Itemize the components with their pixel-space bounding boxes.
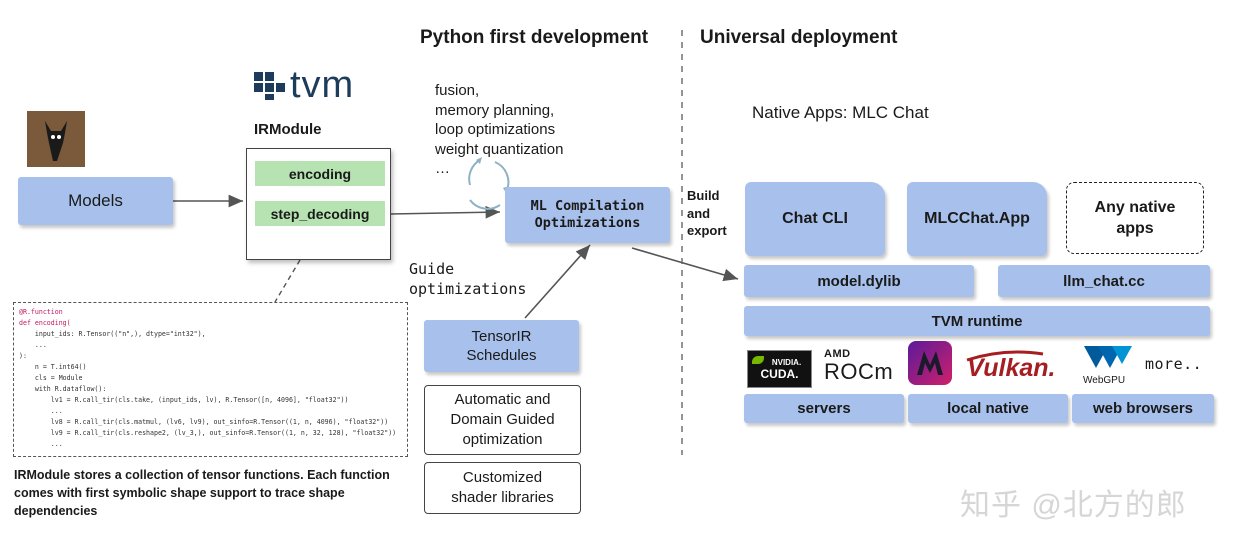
tensorir-line-2: Schedules [466,347,537,364]
mlc-optimizations-box[interactable]: ML Compilation Optimizations [505,187,670,243]
mlc-line-1: ML Compilation [530,198,645,214]
shader-line-2: shader libraries [451,489,554,506]
more-label: more.. [1145,355,1203,373]
any-native-apps-label: Any native apps [1094,199,1176,237]
tvm-runtime-box[interactable]: TVM runtime [744,306,1210,336]
models-label: Models [68,191,123,210]
cuda-text: CUDA. [760,366,799,381]
code-line: ... [19,407,63,415]
any-native-apps-box[interactable]: Any native apps [1066,182,1204,254]
local-native-box[interactable]: local native [908,394,1068,423]
chat-cli-box[interactable]: Chat CLI [745,182,885,256]
code-line: input_ids: R.Tensor(("n",), dtype="int32… [19,330,206,338]
universal-deployment-heading: Universal deployment [700,27,898,48]
model-avatar-icon [27,111,85,167]
automatic-optimization-box[interactable]: Automatic and Domain Guided optimization [424,385,581,455]
code-line: n = T.int64() [19,363,87,371]
irmodule-title: IRModule [254,121,322,138]
amd-rocm-logo: AMD ROCm [824,348,894,386]
opt-item-fusion: fusion, [435,82,480,99]
guide-line-1: Guide [409,260,455,278]
tensorir-to-mlc-arrow [524,244,591,319]
code-line: lv1 = R.call_tir(cls.take, (input_ids, l… [19,396,349,404]
irmodule-caption: IRModule stores a collection of tensor f… [14,468,390,518]
build-line-3: export [687,223,727,238]
code-line: @R.function [19,308,63,316]
code-line: ... [19,440,63,448]
opt-item-loop: loop optimizations [435,121,556,138]
code-line: lv8 = R.call_tir(cls.matmul, (lv6, lv9),… [19,418,389,426]
rocm-text: ROCm [824,359,894,384]
servers-label: servers [797,400,851,417]
watermark: 知乎 @北方的郎 [960,489,1187,522]
auto-line-3: optimization [462,431,543,448]
nvidia-cuda-logo: NVIDIA. CUDA. [747,350,812,388]
mlc-line-2: Optimizations [534,215,641,231]
tensorir-line-1: TensorIR [471,328,532,345]
webgpu-text: WebGPU [1083,375,1126,386]
code-line: ... [19,341,47,349]
llm-chat-cc-box[interactable]: llm_chat.cc [998,265,1210,297]
nvidia-eye-icon [752,356,764,364]
model-dylib-label: model.dylib [817,272,901,290]
vulkan-text: Vulkan. [967,354,1056,382]
shader-line-1: Customized [462,469,543,486]
llm-chat-cc-label: llm_chat.cc [1063,272,1145,290]
irmodule-to-mlc-arrow [389,205,501,219]
native-apps-title: Native Apps: MLC Chat [752,103,929,122]
chat-cli-label: Chat CLI [782,210,848,227]
mlcchat-app-box[interactable]: MLCChat.App [907,182,1047,256]
opt-item-ellipsis: … [435,160,450,177]
auto-line-1: Automatic and [454,391,551,408]
code-line: lv9 = R.call_tir(cls.reshape2, (lv_3,), … [19,429,397,437]
python-first-heading: Python first development [420,27,649,48]
web-browsers-label: web browsers [1092,400,1194,417]
irmodule-box[interactable]: encoding step_decoding [246,148,391,260]
mlc-to-deploy-arrow [631,247,739,282]
step-decoding-func[interactable]: step_decoding [255,201,385,226]
irmodule-code-connector [274,259,301,303]
tvm-logo-icon [254,72,285,100]
local-native-label: local native [947,400,1029,417]
code-line: def encoding( [19,319,71,327]
model-dylib-box[interactable]: model.dylib [744,265,974,297]
tensorir-schedules-box[interactable]: TensorIR Schedules [424,320,579,372]
nvidia-text: NVIDIA. [771,357,802,367]
build-line-1: Build [687,188,720,203]
step-decoding-label: step_decoding [270,205,370,222]
web-browsers-box[interactable]: web browsers [1072,394,1214,423]
webgpu-icon [1084,346,1132,368]
webgpu-logo: WebGPU [1082,344,1136,386]
code-line: with R.dataflow(): [19,385,107,393]
models-box[interactable]: Models [18,177,173,225]
guide-line-2: optimizations [409,280,527,298]
build-line-2: and [687,205,711,221]
guide-optimizations-label: Guide optimizations [409,259,526,299]
encoding-label: encoding [288,165,352,182]
auto-line-2: Domain Guided [450,411,555,428]
amd-text: AMD [824,348,851,360]
metal-logo-icon [908,341,952,385]
code-line: cls = Module [19,374,83,382]
build-export-label: Build and export [687,187,727,240]
tvm-logo-text: tvm [290,64,355,106]
optimizations-list: fusion, memory planning, loop optimizati… [435,81,563,179]
shader-libraries-box[interactable]: Customized shader libraries [424,462,581,514]
servers-box[interactable]: servers [744,394,904,423]
code-line: ): [19,352,27,360]
encoding-func[interactable]: encoding [255,161,385,186]
tvm-runtime-label: TVM runtime [931,312,1023,330]
opt-item-memory: memory planning, [435,101,555,119]
vulkan-logo: Vulkan. [965,346,1077,386]
opt-item-quant: weight quantization [435,140,564,158]
code-snippet-box: @R.function def encoding( input_ids: R.T… [13,302,408,457]
tvm-logo: tvm [254,66,354,104]
mlcchat-app-label: MLCChat.App [924,210,1030,227]
